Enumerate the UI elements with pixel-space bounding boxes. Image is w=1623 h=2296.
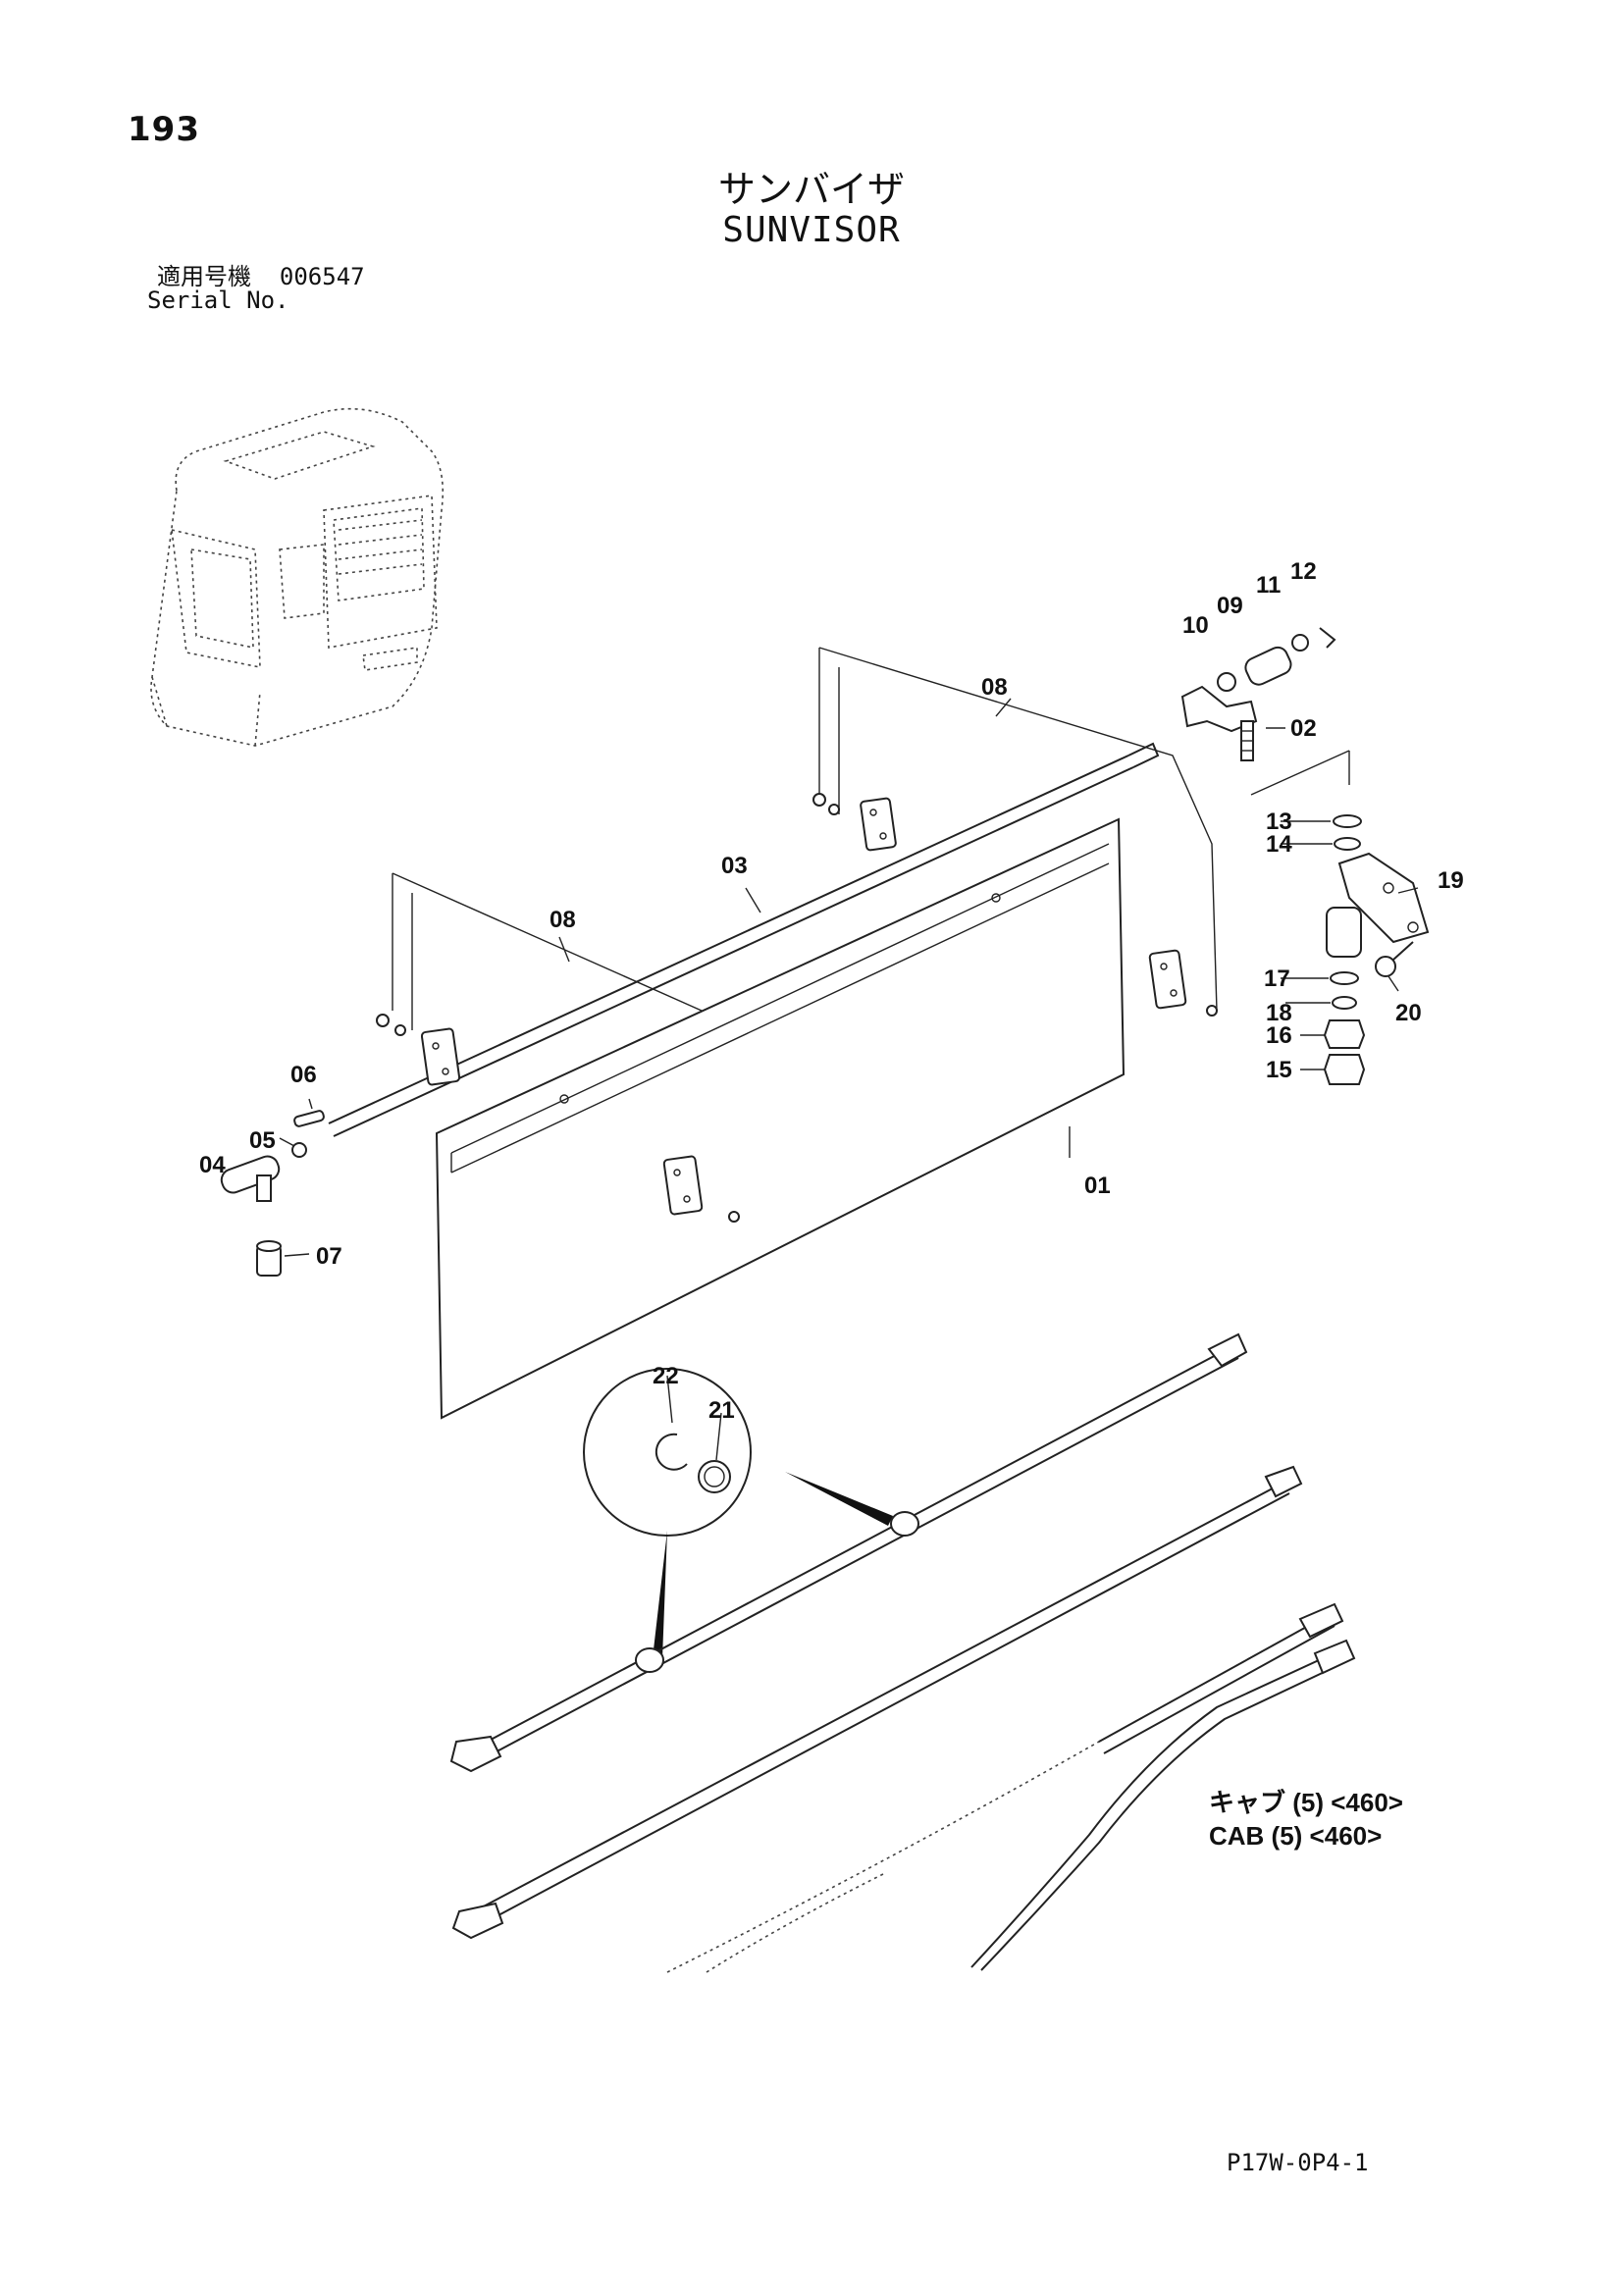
serial-label-jp-text: 適用号機 (157, 263, 251, 290)
part-15-nut (1323, 1054, 1366, 1085)
hinge-upper-left (812, 793, 897, 852)
part-18-spring-washer (1332, 996, 1357, 1010)
part-09-knob (1244, 646, 1292, 686)
callout-11: 11 (1256, 572, 1281, 599)
part-20-bolt (1375, 941, 1414, 977)
callout-03: 03 (721, 853, 748, 879)
part-03-rod (328, 742, 1160, 1137)
cab-note-jp: キャブ (5) <460> (1209, 1788, 1403, 1817)
cab-frame-bar-3 (666, 1602, 1344, 1973)
cab-overview-illustration (150, 407, 445, 747)
callout-18: 18 (1266, 1000, 1292, 1026)
callout-04: 04 (199, 1152, 226, 1178)
cab-frame-bar-4 (706, 1639, 1356, 1973)
serial-label-en: Serial No. (147, 287, 289, 314)
callout-10: 10 (1182, 612, 1209, 639)
callout-labels: 01 02 03 04 05 06 07 08 08 09 10 11 12 1… (199, 558, 1464, 1424)
part-11-nut (1291, 634, 1309, 652)
hinge-lower-right (662, 1155, 740, 1223)
part-10-spring (1217, 672, 1236, 692)
callout-15: 15 (1266, 1057, 1292, 1083)
callout-14: 14 (1266, 831, 1292, 858)
page-title-en: SUNVISOR (722, 210, 901, 250)
callout-08-upper: 08 (981, 674, 1008, 701)
part-02-bracket (1180, 685, 1258, 761)
serial-label-jp: 適用号機 006547 (157, 257, 365, 291)
callout-12: 12 (1290, 558, 1317, 585)
part-14-washer (1334, 837, 1361, 851)
part-16-nut (1323, 1019, 1366, 1049)
callout-21: 21 (708, 1397, 735, 1424)
callout-01: 01 (1084, 1173, 1111, 1199)
callout-05: 05 (249, 1127, 276, 1154)
part-05-spring (291, 1142, 307, 1158)
serial-value: 006547 (279, 263, 365, 290)
part-12-pin (1319, 627, 1336, 649)
cab-frame-bar-1 (449, 1332, 1248, 1773)
hinge-lower-left (376, 1014, 461, 1086)
cab-frame-bar-2 (451, 1465, 1303, 1940)
page-title-jp: サンバイザ (717, 168, 905, 211)
part-13-washer (1333, 814, 1362, 828)
part-04-knob (220, 1155, 281, 1202)
part-07-collar (256, 1240, 282, 1277)
hinge-upper-right (1148, 949, 1218, 1017)
callout-07: 07 (316, 1243, 342, 1270)
part-17-washer (1330, 971, 1359, 985)
callout-17: 17 (1264, 965, 1290, 992)
page-number: 193 (128, 110, 200, 149)
callout-13: 13 (1266, 809, 1292, 835)
callout-20: 20 (1395, 1000, 1422, 1026)
callout-09: 09 (1217, 593, 1243, 619)
part-01-visor-panel (435, 817, 1126, 1420)
drawing-code: P17W-0P4-1 (1227, 2149, 1369, 2176)
part-06-pin (293, 1110, 325, 1127)
detail-circle-snap-rings (583, 1368, 893, 1658)
part-19-mounting-bracket (1326, 852, 1430, 958)
callout-16: 16 (1266, 1022, 1292, 1049)
cab-note: キャブ (5) <460> CAB (5) <460> (1209, 1786, 1403, 1852)
callout-06: 06 (290, 1062, 317, 1088)
callout-19: 19 (1438, 867, 1464, 894)
callout-08-lower: 08 (550, 907, 576, 933)
callout-leader-lines (279, 698, 1419, 1257)
callout-22: 22 (653, 1363, 679, 1389)
callout-02: 02 (1290, 715, 1317, 742)
cab-note-en: CAB (5) <460> (1209, 1821, 1383, 1851)
